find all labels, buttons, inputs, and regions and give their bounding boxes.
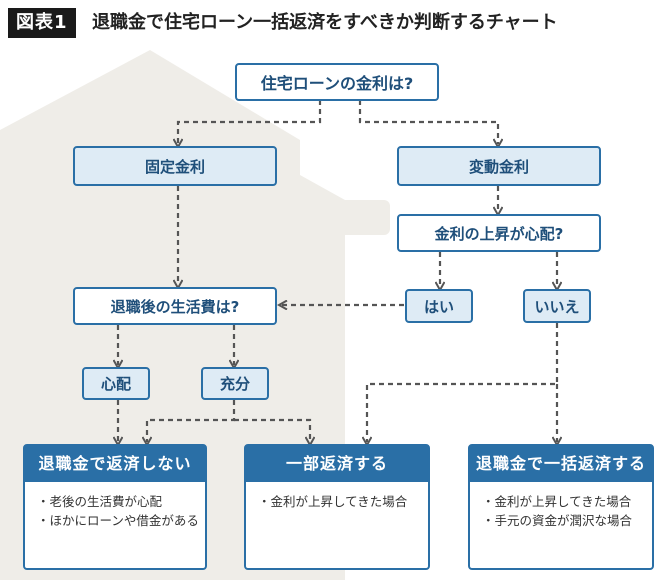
result-bullet: 金利が上昇してきた場合 (480, 492, 646, 511)
figure-header: 図表1 退職金で住宅ローン一括返済をすべきか判断するチャート (0, 0, 670, 44)
node-root-question: 住宅ローンの金利は? (235, 63, 439, 101)
result-bullets: 老後の生活費が心配 ほかにローンや借金がある (25, 482, 205, 530)
result-bullet: 金利が上昇してきた場合 (256, 492, 422, 511)
node-yes: はい (405, 289, 473, 323)
connector-sufficient-noreturn (147, 400, 236, 442)
node-sufficient: 充分 (201, 367, 269, 400)
node-worry-rate-rise: 金利の上昇が心配? (397, 214, 601, 252)
connector-no-partial (367, 323, 559, 442)
result-bullet: 老後の生活費が心配 (35, 492, 199, 511)
result-no-repayment: 退職金で返済しない 老後の生活費が心配 ほかにローンや借金がある (23, 444, 207, 570)
node-no: いいえ (523, 289, 591, 323)
result-partial-repayment: 一部返済する 金利が上昇してきた場合 (244, 444, 430, 570)
result-title: 一部返済する (246, 446, 428, 482)
connector-root-fixed (178, 100, 322, 144)
result-title: 退職金で返済しない (25, 446, 205, 482)
node-fixed-rate: 固定金利 (73, 146, 277, 186)
result-bullet: 手元の資金が潤沢な場合 (480, 511, 646, 530)
result-title: 退職金で一括返済する (470, 446, 652, 482)
result-full-repayment: 退職金で一括返済する 金利が上昇してきた場合 手元の資金が潤沢な場合 (468, 444, 654, 570)
figure-title: 退職金で住宅ローン一括返済をすべきか判断するチャート (92, 12, 558, 33)
result-bullets: 金利が上昇してきた場合 手元の資金が潤沢な場合 (470, 482, 652, 530)
node-variable-rate: 変動金利 (397, 146, 601, 186)
node-retirement-living-cost: 退職後の生活費は? (73, 287, 277, 325)
figure-label: 図表1 (8, 8, 76, 38)
node-worried: 心配 (82, 367, 150, 400)
connector-root-variable (358, 100, 498, 144)
result-bullets: 金利が上昇してきた場合 (246, 482, 428, 511)
connector-sufficient-partial (234, 418, 310, 442)
result-bullet: ほかにローンや借金がある (35, 511, 199, 530)
